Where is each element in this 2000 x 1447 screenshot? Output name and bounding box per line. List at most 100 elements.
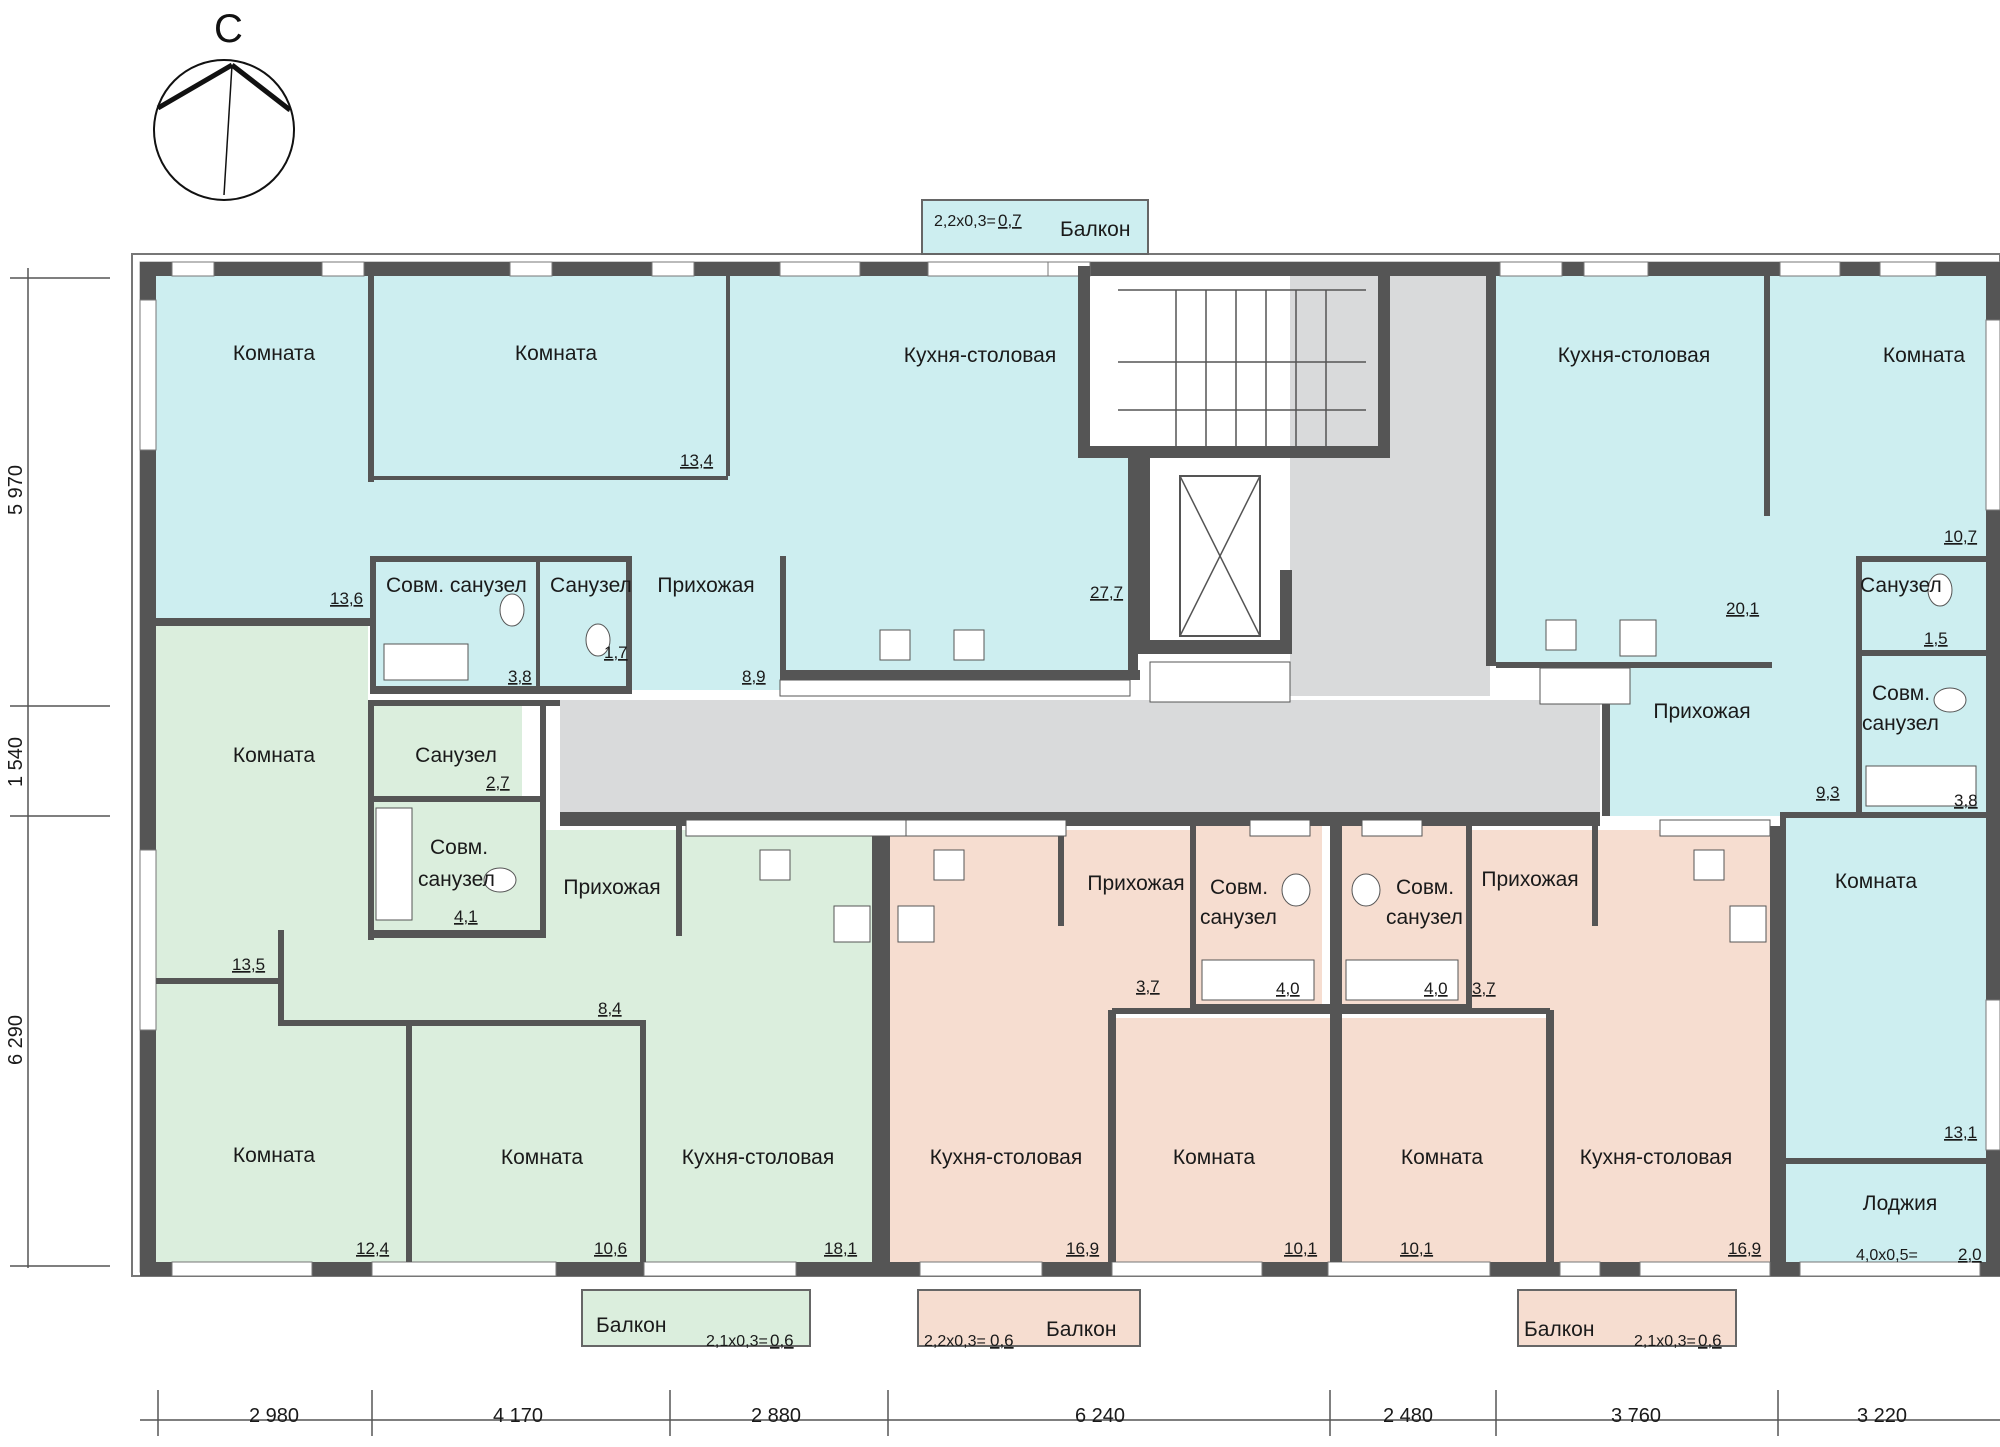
room-r14-name-2: санузел	[418, 868, 495, 891]
room-r25-name: Комната	[1401, 1146, 1484, 1169]
room-r1-area: 13,6	[330, 589, 363, 608]
room-r27-name: Комната	[1835, 870, 1918, 893]
room-labels: Комната 13,6 Комната 13,4 Кухня-столовая…	[232, 342, 1982, 1264]
room-r8-name: Комната	[1883, 344, 1966, 367]
dim-left-1: 5 970	[5, 465, 27, 515]
dim-bottom-2: 4 170	[493, 1405, 543, 1427]
room-r10-area: 3,8	[1954, 791, 1978, 810]
room-r5-area: 1,7	[604, 643, 628, 662]
balcony-left-formula: 2,1x0,3=	[706, 1333, 768, 1350]
room-r28-name: Лоджия	[1863, 1192, 1937, 1215]
stair-steps	[1118, 289, 1366, 446]
room-r16-name: Комната	[233, 1144, 316, 1167]
room-fill-r1	[156, 276, 372, 618]
room-fills	[156, 276, 1986, 1262]
room-r18-name: Кухня-столовая	[682, 1146, 834, 1169]
room-r3-area: 27,7	[1090, 583, 1123, 602]
room-r21-area: 4,0	[1276, 979, 1300, 998]
room-fill-r26	[1550, 830, 1780, 1262]
room-fill-r16	[156, 984, 408, 1262]
room-r21-name-1: Совм.	[1210, 876, 1268, 899]
room-r20-name: Прихожая	[1087, 872, 1184, 895]
room-r6-area: 8,9	[742, 667, 766, 686]
room-r13-name: Санузел	[415, 744, 497, 767]
room-fill-r2	[372, 276, 728, 480]
balcony-left-name: Балкон	[596, 1314, 666, 1337]
dim-bottom-7: 3 220	[1857, 1405, 1907, 1427]
dim-left-3: 6 290	[5, 1015, 27, 1065]
room-r16-area: 12,4	[356, 1239, 389, 1258]
room-r22-area: 10,1	[1284, 1239, 1317, 1258]
room-fill-r25	[1338, 1018, 1550, 1262]
balcony-right-formula: 2,1x0,3=	[1634, 1333, 1696, 1350]
fixtures	[375, 573, 1977, 1001]
room-r22-name: Комната	[1173, 1146, 1256, 1169]
balcony-top-formula: 2,2x0,3=	[934, 213, 996, 230]
room-fill-r13	[370, 706, 522, 796]
balcony-mid-fill	[917, 1289, 1141, 1347]
room-fill-r17	[410, 1024, 646, 1262]
room-r15-area: 8,4	[598, 999, 622, 1018]
north-compass: С	[153, 7, 295, 201]
room-fill-r9	[1862, 560, 1986, 650]
walls	[139, 261, 2000, 1277]
room-r8-area: 10,7	[1944, 527, 1977, 546]
room-fill-r11	[1610, 556, 1862, 816]
room-fill-r6-area	[372, 480, 780, 560]
balcony-right-fill	[1517, 1289, 1737, 1347]
room-r10-name-1: Совм.	[1872, 682, 1930, 705]
room-r2-name: Комната	[515, 342, 598, 365]
room-r12-name: Комната	[233, 744, 316, 767]
room-r23-area: 4,0	[1424, 979, 1448, 998]
balcony-right-name: Балкон	[1524, 1318, 1594, 1341]
room-fill-r20	[1062, 830, 1190, 1010]
room-r24-area: 3,7	[1472, 979, 1496, 998]
room-r10-name-2: санузел	[1862, 712, 1939, 735]
dim-left-2: 1 540	[5, 737, 27, 787]
room-r7-name: Кухня-столовая	[1558, 344, 1710, 367]
dim-bottom-6: 3 760	[1611, 1405, 1661, 1427]
room-r18-area: 18,1	[824, 1239, 857, 1258]
dim-bottom-3: 2 880	[751, 1405, 801, 1427]
room-r24-name: Прихожая	[1481, 868, 1578, 891]
room-r2-area: 13,4	[680, 451, 713, 470]
room-r26-area: 16,9	[1728, 1239, 1761, 1258]
balcony-mid-formula: 2,2x0,3=	[924, 1333, 986, 1350]
room-r9-area: 1,5	[1924, 629, 1948, 648]
room-fill-r28	[1784, 1164, 1986, 1262]
room-r3-name: Кухня-столовая	[904, 344, 1056, 367]
room-r14-area: 4,1	[454, 907, 478, 926]
dimension-lines	[10, 268, 2000, 1436]
room-r11-name: Прихожая	[1653, 700, 1750, 723]
balcony-mid-area: 0,6	[990, 1331, 1014, 1350]
room-r14-name-1: Совм.	[430, 836, 488, 859]
room-r27-area: 13,1	[1944, 1123, 1977, 1142]
room-fill-r22	[1112, 1018, 1338, 1262]
elevator-shaft	[1179, 475, 1261, 637]
room-r1-name: Комната	[233, 342, 316, 365]
room-r19-area: 16,9	[1066, 1239, 1099, 1258]
compass-label: С	[214, 7, 243, 51]
room-r25-area: 10,1	[1400, 1239, 1433, 1258]
corridor-fill-main	[560, 700, 1600, 812]
room-r17-area: 10,6	[594, 1239, 627, 1258]
balcony-left-area: 0,6	[770, 1331, 794, 1350]
room-r13-area: 2,7	[486, 773, 510, 792]
room-r9-name: Санузел	[1860, 574, 1942, 597]
balcony-right-area: 0,6	[1698, 1331, 1722, 1350]
room-fill-r27	[1784, 816, 1986, 1160]
balcony-top-area: 0,7	[998, 211, 1022, 230]
balcony-left-fill	[581, 1289, 811, 1347]
room-fill-r8	[1768, 276, 1986, 556]
room-r21-name-2: санузел	[1200, 906, 1277, 929]
room-r26-name: Кухня-столовая	[1580, 1146, 1732, 1169]
room-r4-name: Совм. санузел	[386, 574, 527, 597]
room-r23-name-1: Совм.	[1396, 876, 1454, 899]
room-r4-area: 3,8	[508, 667, 532, 686]
room-r23-name-2: санузел	[1386, 906, 1463, 929]
dim-bottom-1: 2 980	[249, 1405, 299, 1427]
room-r28-area: 2,0	[1958, 1245, 1982, 1264]
dim-bottom-5: 2 480	[1383, 1405, 1433, 1427]
room-r15-name: Прихожая	[563, 876, 660, 899]
